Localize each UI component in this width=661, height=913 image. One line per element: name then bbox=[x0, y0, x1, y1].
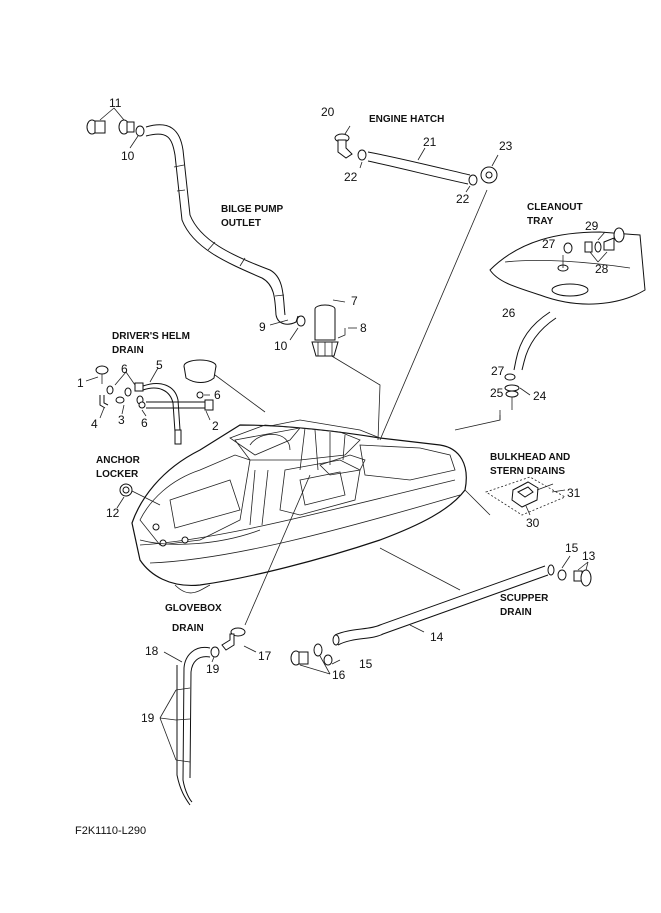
drivers-helm-drain bbox=[85, 359, 217, 445]
callout-25: 25 bbox=[490, 386, 504, 400]
part-26-hose bbox=[504, 311, 557, 410]
label-cleanout-tray: CLEANOUT bbox=[527, 202, 583, 213]
label-bilge-pump-outlet-2: OUTLET bbox=[221, 218, 261, 229]
callout-4: 4 bbox=[91, 417, 98, 431]
label-anchor-locker-2: LOCKER bbox=[96, 469, 139, 480]
label-scupper-drain-2: DRAIN bbox=[500, 607, 532, 618]
diagram-code: F2K1110-L290 bbox=[75, 825, 146, 837]
callout-8: 8 bbox=[360, 321, 367, 335]
callout-14: 14 bbox=[430, 630, 444, 644]
label-drivers-helm-drain: DRIVER'S HELM bbox=[112, 331, 190, 342]
callout-17: 17 bbox=[258, 649, 272, 663]
label-scupper-drain: SCUPPER bbox=[500, 593, 549, 604]
callout-6: 6 bbox=[121, 362, 128, 376]
callout-31: 31 bbox=[567, 486, 581, 500]
callout-24: 24 bbox=[533, 389, 547, 403]
label-anchor-locker: ANCHOR bbox=[96, 455, 141, 466]
bilge-pump bbox=[269, 299, 357, 357]
callout-5: 5 bbox=[156, 358, 163, 372]
callout-20: 20 bbox=[321, 105, 335, 119]
callout-16: 16 bbox=[332, 668, 346, 682]
scupper-drain bbox=[290, 555, 592, 675]
callout-6: 6 bbox=[141, 416, 148, 430]
callout-7: 7 bbox=[351, 294, 358, 308]
part-11-fitting bbox=[86, 107, 145, 149]
anchor-locker-fitting bbox=[116, 483, 133, 509]
callout-19: 19 bbox=[206, 662, 220, 676]
callout-2: 2 bbox=[212, 419, 219, 433]
callout-27: 27 bbox=[542, 237, 556, 251]
callout-29: 29 bbox=[585, 219, 599, 233]
callout-9: 9 bbox=[259, 320, 266, 334]
callout-10: 10 bbox=[274, 339, 288, 353]
leader-lines bbox=[129, 189, 501, 626]
callout-15: 15 bbox=[565, 541, 579, 555]
label-bulkhead-stern: BULKHEAD AND bbox=[490, 452, 570, 463]
callout-22: 22 bbox=[456, 192, 470, 206]
callout-12: 12 bbox=[106, 506, 120, 520]
label-engine-hatch: ENGINE HATCH bbox=[369, 114, 444, 125]
callout-30: 30 bbox=[526, 516, 540, 530]
callout-28: 28 bbox=[595, 262, 609, 276]
callout-18: 18 bbox=[145, 644, 159, 658]
callout-13: 13 bbox=[582, 549, 596, 563]
callout-26: 26 bbox=[502, 306, 516, 320]
callout-6: 6 bbox=[214, 388, 221, 402]
label-glovebox-drain: GLOVEBOX bbox=[165, 603, 222, 614]
callout-10: 10 bbox=[121, 149, 135, 163]
callout-21: 21 bbox=[423, 135, 437, 149]
callout-19: 19 bbox=[141, 711, 155, 725]
callout-11: 11 bbox=[109, 96, 122, 110]
callout-27: 27 bbox=[491, 364, 505, 378]
callout-23: 23 bbox=[499, 139, 513, 153]
callout-3: 3 bbox=[118, 413, 125, 427]
bulkhead-stern-drains bbox=[485, 476, 566, 516]
label-bilge-pump-outlet: BILGE PUMP bbox=[221, 204, 284, 215]
label-glovebox-drain-2: DRAIN bbox=[172, 623, 204, 634]
cleanout-tray bbox=[489, 227, 646, 305]
label-bulkhead-stern-2: STERN DRAINS bbox=[490, 466, 565, 477]
bilge-pump-outlet-hose bbox=[145, 124, 306, 327]
callout-15: 15 bbox=[359, 657, 373, 671]
label-drivers-helm-drain-2: DRAIN bbox=[112, 345, 144, 356]
engine-hatch-parts bbox=[334, 125, 499, 193]
glovebox-drain bbox=[159, 627, 257, 806]
callout-22: 22 bbox=[344, 170, 358, 184]
callout-1: 1 bbox=[77, 376, 84, 390]
boat-hull bbox=[131, 419, 467, 594]
label-cleanout-tray-2: TRAY bbox=[527, 216, 554, 227]
